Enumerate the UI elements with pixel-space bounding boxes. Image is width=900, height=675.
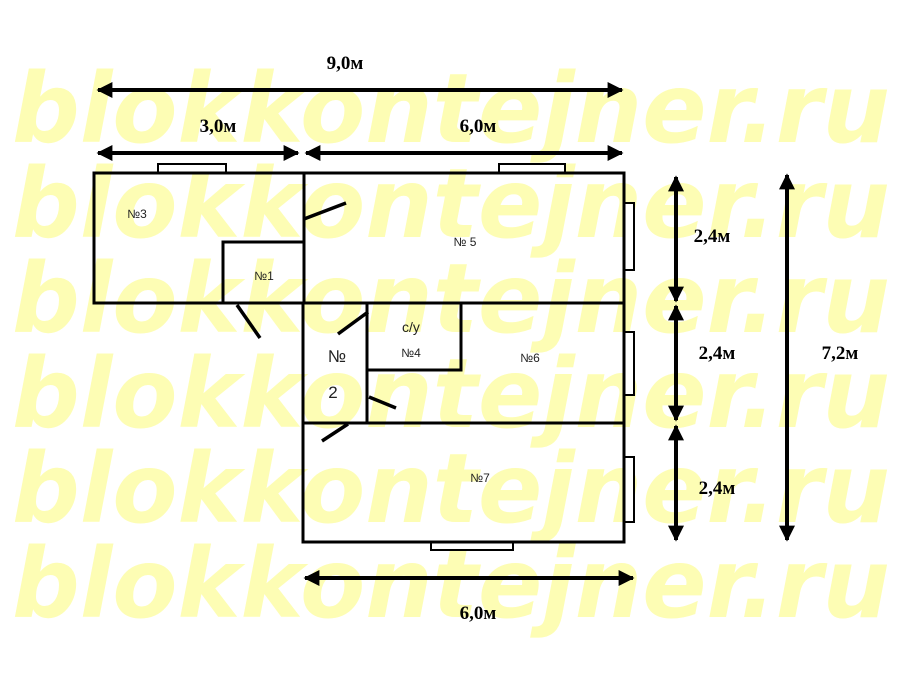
row3-height-label: 2,4м (699, 478, 736, 499)
total-height-label: 7,2м (822, 343, 859, 364)
upper-block-wall (92, 171, 626, 305)
room-5-label: № 5 (454, 235, 477, 249)
watermark: blokkontejner.ru blokkontejner.ru blokko… (12, 53, 890, 640)
room-labels: №3 №1 № 5 № 2 с/у №4 №6 №7 (127, 207, 540, 485)
door (235, 303, 262, 340)
doors (235, 201, 397, 443)
walls (92, 171, 626, 544)
door (368, 395, 397, 410)
right-width-label: 6,0м (460, 116, 497, 137)
dimension-lines: 9,0м 3,0м 6,0м 6,0м 2,4м 2,4м 2,4м 7,2м (96, 53, 859, 624)
room-3-label: №3 (127, 207, 147, 221)
bathroom-wall (367, 303, 463, 372)
room-2-label-line2: 2 (328, 383, 337, 402)
left-width-label: 3,0м (200, 116, 237, 137)
room-2-label-line1: № (328, 347, 346, 366)
room-4-label-line1: с/у (402, 319, 420, 335)
watermark-text: blokkontejner.ru (12, 338, 890, 450)
door (336, 310, 370, 336)
watermark-text: blokkontejner.ru (12, 433, 890, 545)
bottom-width-label: 6,0м (460, 603, 497, 624)
room-1-label: №1 (254, 269, 274, 283)
door (321, 422, 349, 443)
room-1-wall (221, 240, 304, 303)
row1-height-label: 2,4м (694, 226, 731, 247)
total-width-label: 9,0м (327, 53, 364, 74)
row2-height-label: 2,4м (699, 343, 736, 364)
room-4-label-line2: №4 (401, 346, 421, 360)
room-7-label: №7 (470, 471, 490, 485)
watermark-text: blokkontejner.ru (12, 243, 890, 355)
room-6-label: №6 (520, 351, 540, 365)
door (303, 201, 347, 221)
